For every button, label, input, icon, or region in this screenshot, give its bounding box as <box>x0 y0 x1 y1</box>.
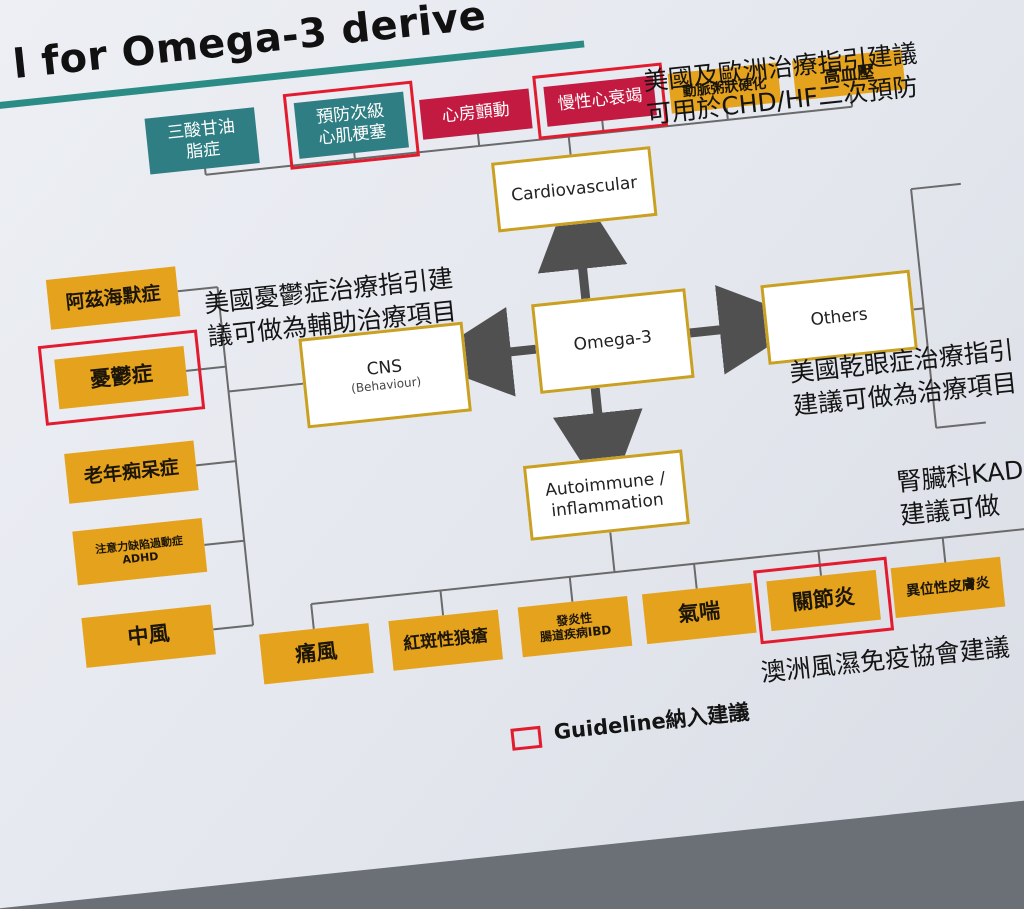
autoimmune-label: Autoimmune / inflammation <box>544 468 667 521</box>
omega3-node: Omega-3 <box>531 288 695 394</box>
auto-bracket <box>310 523 1024 630</box>
kidney-guideline-note: 腎臟科KAD 建議可做 <box>895 454 1024 530</box>
legend-swatch <box>510 725 543 751</box>
cns-sublabel: (Behaviour) <box>350 374 422 396</box>
arrow-to-cns <box>421 307 537 397</box>
arrow-to-cardiovascular <box>537 179 628 300</box>
guideline-outline-arthritis <box>753 556 895 645</box>
guideline-outline-depression <box>37 329 206 426</box>
omega3-label: Omega-3 <box>572 326 653 355</box>
others-label: Others <box>809 304 869 331</box>
arrow-to-autoimmune <box>553 387 643 503</box>
guideline-outline-prevent-mi <box>282 80 420 170</box>
arrow-to-others <box>689 285 810 375</box>
cns-bracket <box>177 286 304 631</box>
cardiovascular-label: Cardiovascular <box>510 172 639 206</box>
triglyceride-item: 三酸甘油 脂症 <box>144 107 260 175</box>
